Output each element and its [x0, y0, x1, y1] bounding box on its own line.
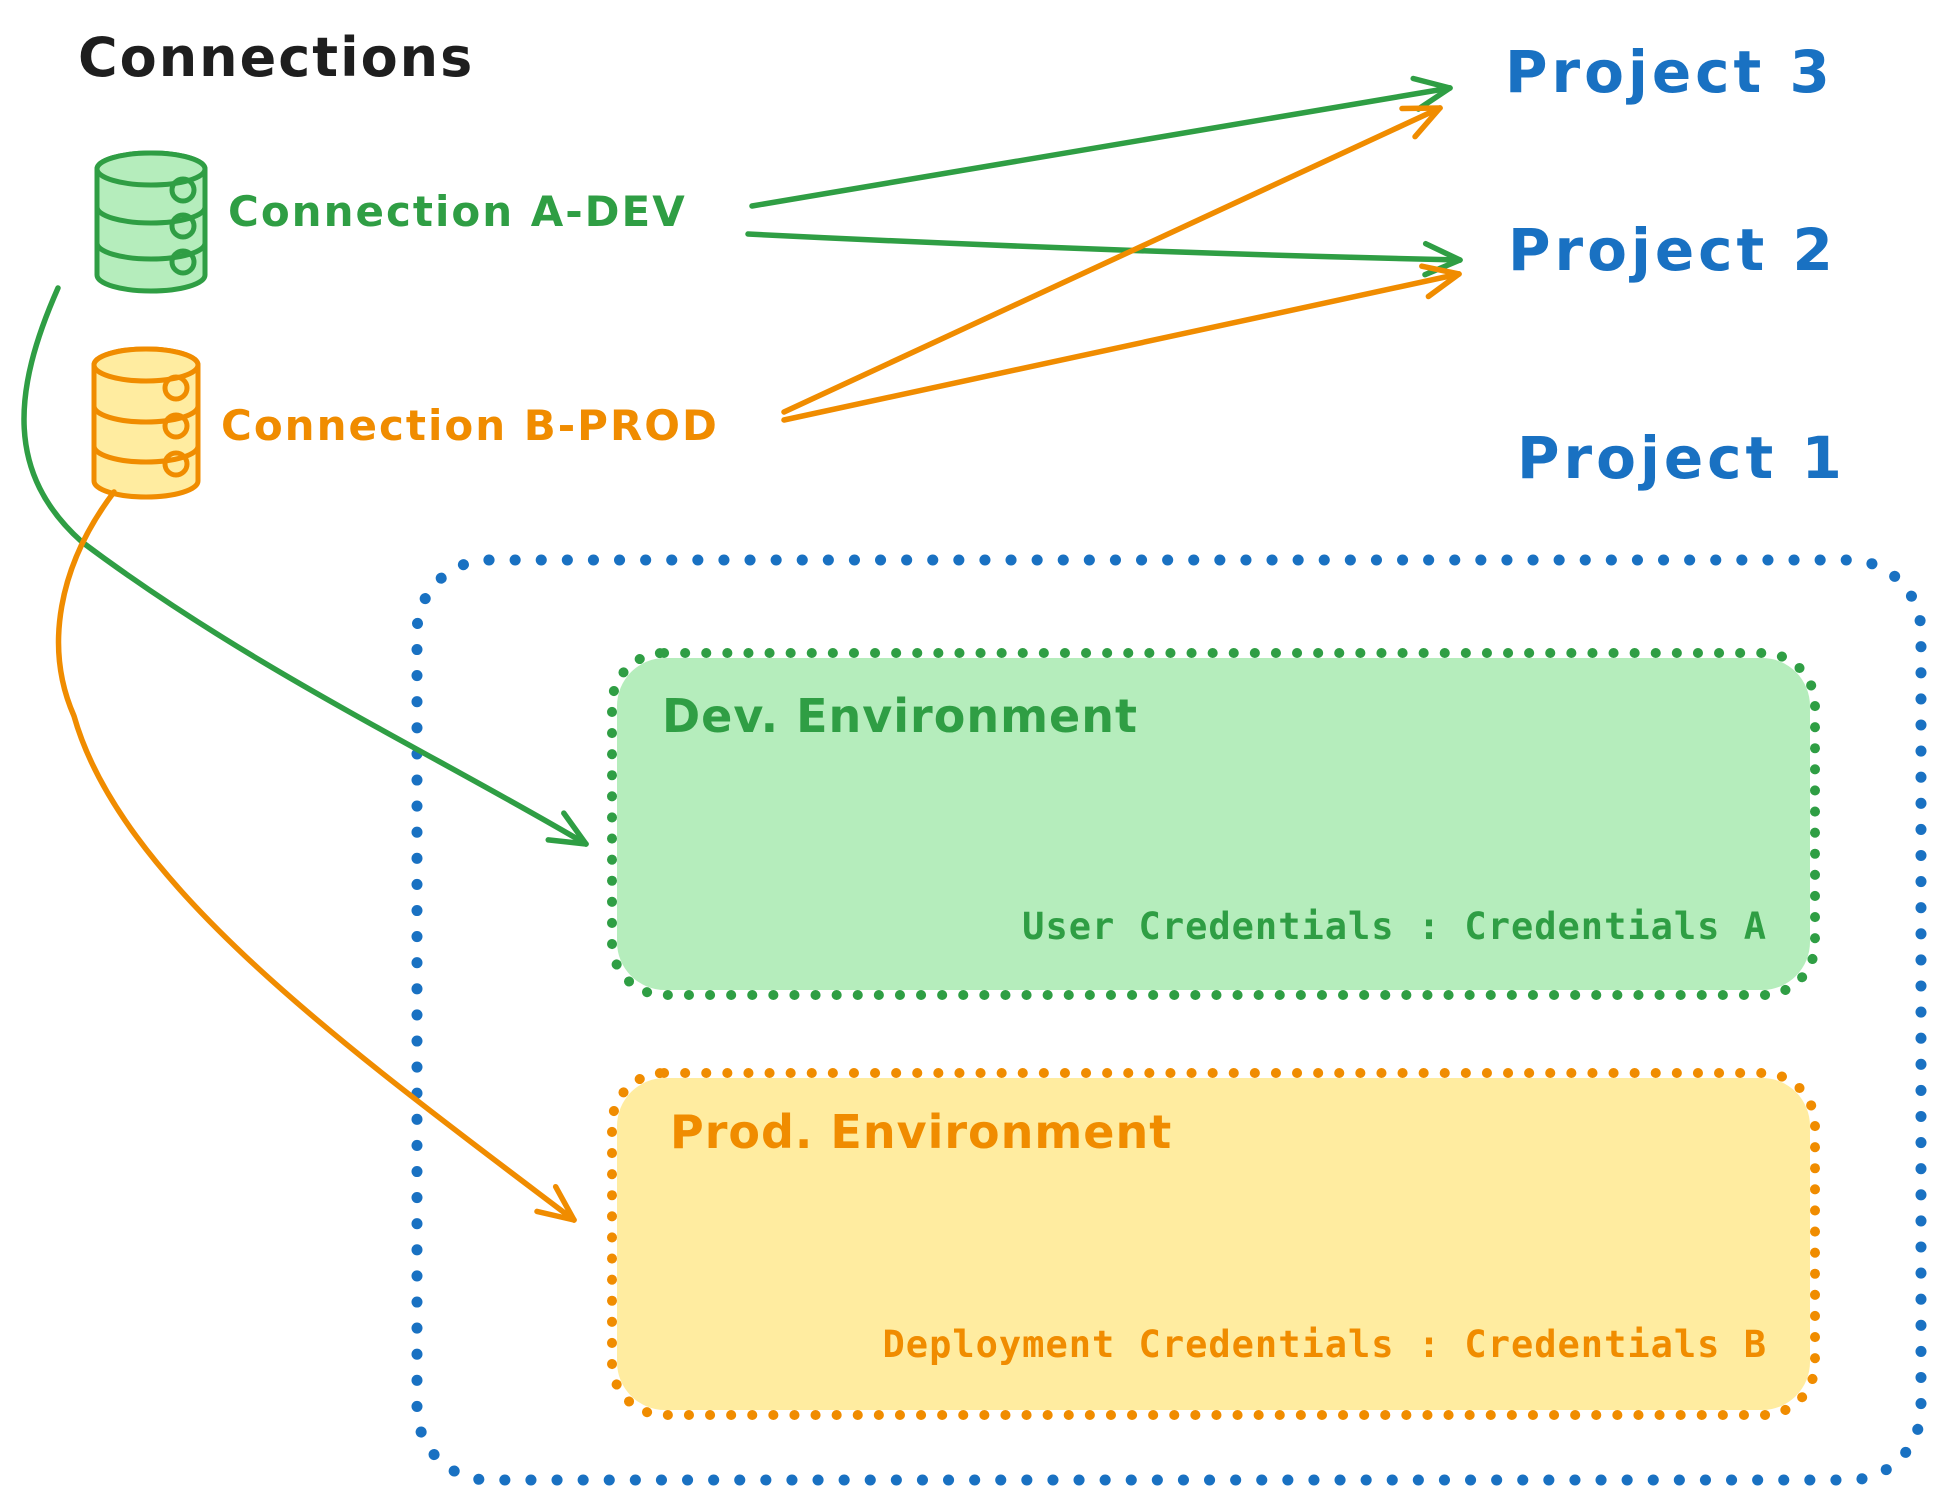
project-2-label: Project 2 — [1508, 216, 1837, 284]
database-icon — [94, 150, 208, 294]
dev-environment-title: Dev. Environment — [662, 689, 1138, 743]
arrow-b-prod-to-project-3 — [781, 105, 1443, 415]
arrow-a-dev-to-project-3 — [749, 85, 1453, 209]
project-1-container-box — [411, 554, 1927, 1486]
arrowhead — [552, 1183, 577, 1223]
prod-environment-box-fill — [617, 1078, 1810, 1410]
arrow-a-dev-to-project-2 — [745, 231, 1463, 263]
connection-a-dev-label: Connection A-DEV — [228, 187, 687, 236]
prod-environment-box-border — [607, 1068, 1820, 1420]
arrowhead — [545, 837, 589, 847]
arrowhead — [1399, 105, 1443, 112]
arrowhead — [1410, 75, 1453, 91]
page-title: Connections — [78, 26, 475, 89]
arrowhead — [561, 810, 589, 847]
arrowhead — [1412, 105, 1443, 140]
prod-environment-title: Prod. Environment — [670, 1105, 1173, 1159]
database-icon — [91, 346, 201, 500]
arrowhead — [1419, 263, 1462, 277]
dev-environment-box-border — [607, 648, 1820, 1000]
prod-environment-credentials: Deployment Credentials : Credentials B — [882, 1323, 1767, 1366]
arrowhead — [534, 1208, 577, 1223]
project-1-label: Project 1 — [1517, 424, 1846, 492]
dev-environment-box-fill — [617, 658, 1810, 990]
arrow-b-prod-to-project-2 — [781, 271, 1462, 423]
arrow-a-dev-to-dev-environment — [21, 285, 589, 847]
dev-environment-credentials: User Credentials : Credentials A — [1022, 905, 1767, 948]
arrowhead — [1422, 257, 1463, 278]
arrow-b-prod-to-prod-environment — [55, 489, 577, 1223]
project-3-label: Project 3 — [1505, 38, 1834, 106]
arrowhead — [1425, 271, 1462, 300]
arrowhead — [1422, 240, 1463, 263]
connection-b-prod-label: Connection B-PROD — [221, 401, 719, 450]
